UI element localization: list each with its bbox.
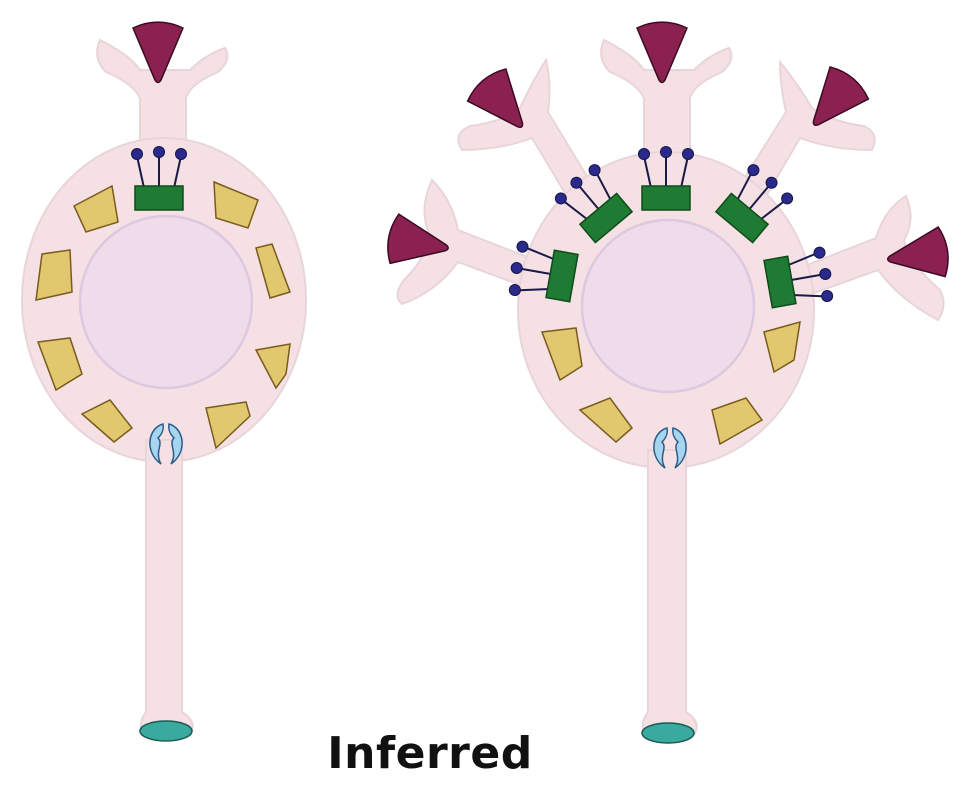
- axon-terminal: [641, 722, 695, 744]
- single-input-neuron: [21, 21, 307, 742]
- granules: [540, 320, 801, 446]
- axon-terminal: [139, 720, 193, 742]
- caption: Inferred: [327, 728, 533, 779]
- granules: [35, 180, 291, 450]
- nucleus: [78, 214, 254, 390]
- multi-input-neuron: [383, 21, 952, 744]
- nucleus: [580, 218, 756, 394]
